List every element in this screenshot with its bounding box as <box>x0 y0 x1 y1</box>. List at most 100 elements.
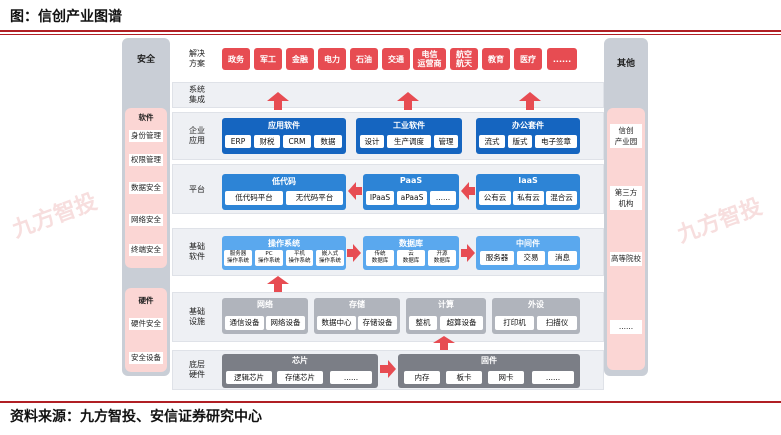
software-heading: 软件 <box>138 113 154 122</box>
platform-item: IPaaS <box>366 191 394 205</box>
infra-item: 存储设备 <box>358 316 397 330</box>
infra-item: 扫描仪 <box>537 316 577 330</box>
solution-item: 电力 <box>318 48 346 70</box>
infra-item: 超算设备 <box>440 316 483 330</box>
hardware-item: 板卡 <box>446 371 482 384</box>
layer-label-infrastructure: 基础 设施 <box>189 307 205 326</box>
solution-item: 医疗 <box>514 48 542 70</box>
solution-item: 教育 <box>482 48 510 70</box>
group-title: 数据库 <box>399 239 423 248</box>
solution-item: 航空 航天 <box>450 48 478 70</box>
platform-item: ...... <box>430 191 456 205</box>
solution-item: 石油 <box>350 48 378 70</box>
group-title: 工业软件 <box>393 121 425 130</box>
middleware-item: 消息 <box>548 251 577 265</box>
footer-rule <box>0 401 781 403</box>
app-item: 设计 <box>360 135 384 148</box>
app-item: 管理 <box>434 135 458 148</box>
up-arrow-icon <box>397 92 419 110</box>
solution-item: 金融 <box>286 48 314 70</box>
security-item: 终端安全 <box>129 244 163 256</box>
infra-item: 数据中心 <box>317 316 356 330</box>
security-item: 安全设备 <box>129 352 163 364</box>
group-title: 低代码 <box>272 177 296 186</box>
solution-item: ...... <box>547 48 577 70</box>
infra-item: 打印机 <box>495 316 534 330</box>
security-item: 数据安全 <box>129 182 163 194</box>
layer-label-basic-software: 基础 软件 <box>189 242 205 261</box>
group-title: 操作系统 <box>268 239 300 248</box>
up-arrow-icon <box>267 276 289 292</box>
app-item: 版式 <box>508 135 532 148</box>
up-arrow-icon <box>519 92 541 110</box>
middleware-item: 服务器 <box>480 251 514 265</box>
os-item: 嵌入式 操作系统 <box>316 250 344 266</box>
platform-item: 公有云 <box>479 191 511 205</box>
group-title: 外设 <box>528 300 544 309</box>
source-note: 资料来源：九方智投、安信证券研究中心 <box>10 409 262 425</box>
watermark-left: 九方智投 <box>9 189 101 244</box>
infra-item: 整机 <box>409 316 437 330</box>
group-title: PaaS <box>399 176 423 185</box>
database-item: 云 数据库 <box>397 250 425 266</box>
layer-label-application: 企业 应用 <box>189 126 205 145</box>
hardware-item: 存储芯片 <box>277 371 323 384</box>
app-item: CRM <box>283 135 311 148</box>
industry-map: 九方智投 九方智投 安全 软件 身份管理 权限管理 数据安全 网络安全 终端安全… <box>9 38 765 393</box>
right-arrow-icon <box>380 360 396 378</box>
solution-item: 电信 运营商 <box>413 48 446 70</box>
hardware-item: 逻辑芯片 <box>226 371 272 384</box>
other-item: 信创 产业园 <box>610 124 642 148</box>
other-item: 高等院校 <box>610 252 642 266</box>
app-item: 数据 <box>314 135 342 148</box>
watermark-right: 九方智投 <box>674 194 766 249</box>
app-item: 生产调度 <box>387 135 431 148</box>
hardware-item: 内存 <box>404 371 440 384</box>
middleware-item: 交易 <box>517 251 545 265</box>
app-item: 流式 <box>479 135 505 148</box>
up-arrow-icon <box>433 336 455 350</box>
left-arrow-icon <box>461 182 475 200</box>
group-title: 中间件 <box>516 239 540 248</box>
hardware-item: 网卡 <box>488 371 524 384</box>
up-arrow-icon <box>267 92 289 110</box>
right-arrow-icon <box>461 244 475 262</box>
solution-item: 政务 <box>222 48 250 70</box>
infra-item: 通信设备 <box>225 316 264 330</box>
header-rule <box>0 34 781 35</box>
infra-item: 网络设备 <box>266 316 305 330</box>
app-item: 财税 <box>254 135 280 148</box>
layer-label-solution: 解决 方案 <box>189 49 205 68</box>
layer-label-integration: 系统 集成 <box>189 85 205 104</box>
other-title: 其他 <box>616 59 635 69</box>
database-item: 开源 数据库 <box>428 250 456 266</box>
left-arrow-icon <box>348 182 362 200</box>
hardware-item: ...... <box>532 371 574 384</box>
group-title: 办公套件 <box>512 121 544 130</box>
os-item: PC 操作系统 <box>255 250 283 266</box>
platform-item: aPaaS <box>397 191 427 205</box>
header-bar: 图：信创产业图谱 <box>0 0 781 32</box>
figure-title: 图：信创产业图谱 <box>10 9 122 25</box>
other-item: 第三方 机构 <box>610 186 642 210</box>
security-title: 安全 <box>136 55 155 65</box>
platform-item: 无代码平台 <box>286 191 343 205</box>
group-title: 固件 <box>481 356 497 365</box>
app-item: ERP <box>225 135 251 148</box>
platform-item: 混合云 <box>546 191 577 205</box>
security-item: 权限管理 <box>129 154 163 166</box>
hardware-item: ...... <box>330 371 372 384</box>
security-item: 硬件安全 <box>129 318 163 330</box>
right-arrow-icon <box>347 244 361 262</box>
group-title: 存储 <box>349 300 365 309</box>
hardware-heading: 硬件 <box>138 296 154 305</box>
layer-label-hardware: 底层 硬件 <box>189 360 205 379</box>
group-title: 应用软件 <box>268 121 300 130</box>
layer-label-platform: 平台 <box>189 185 205 194</box>
solution-item: 交通 <box>382 48 410 70</box>
solution-item: 军工 <box>254 48 282 70</box>
app-item: 电子签章 <box>535 135 577 148</box>
group-title: 网络 <box>257 300 273 309</box>
os-item: 服务器 操作系统 <box>224 250 252 266</box>
security-item: 身份管理 <box>129 130 163 142</box>
